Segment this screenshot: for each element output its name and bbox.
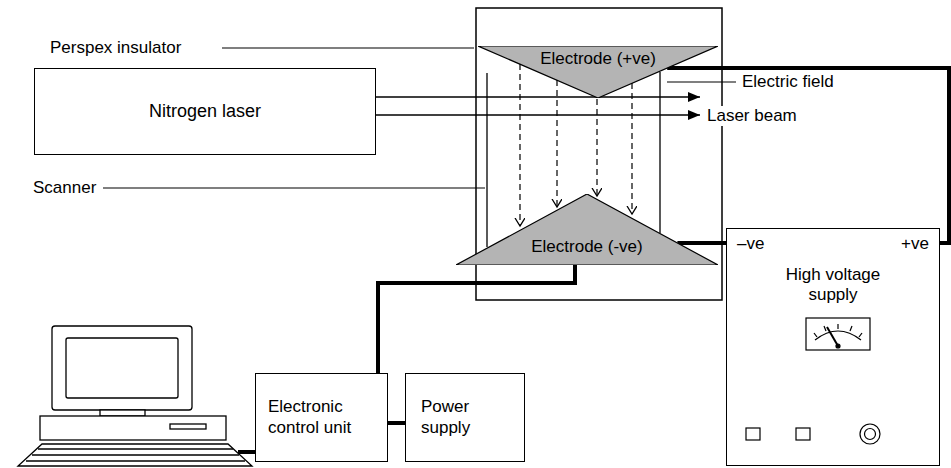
- node-text: High voltage supply: [771, 265, 895, 306]
- power-supply-unit: –ve +veHigh voltage supply: [726, 228, 940, 466]
- laser-box: Nitrogen laser: [34, 68, 376, 155]
- electrode: Electrode (+ve): [478, 46, 718, 98]
- voltmeter-part: [806, 318, 870, 350]
- computer-part: [52, 326, 192, 410]
- cable: [378, 265, 575, 373]
- voltmeter-part: [814, 333, 817, 337]
- computer-part: [66, 338, 178, 398]
- control-knob-part: [746, 428, 760, 440]
- computer-part: [32, 454, 239, 455]
- voltmeter-part: [837, 324, 838, 329]
- electric-field-line-part: [631, 83, 632, 214]
- part-label: Laser beam: [705, 106, 799, 126]
- scanner-frame-part: [486, 73, 487, 247]
- voltmeter-part: [836, 344, 840, 348]
- signal-wire-part: [238, 450, 255, 454]
- voltmeter-part: [815, 331, 861, 340]
- computer-part: [18, 444, 252, 466]
- cable: [667, 68, 949, 243]
- computer: [18, 326, 252, 466]
- electrode-outline: [456, 194, 718, 265]
- node-text: Electrode (-ve): [531, 237, 642, 257]
- scanner-frame-part: [659, 72, 660, 233]
- control-knob-part: [796, 428, 810, 440]
- part-label: Scanner: [31, 178, 98, 198]
- electrode: Electrode (-ve): [456, 194, 718, 265]
- node-text: Electronic control unit: [268, 397, 375, 438]
- computer-part: [26, 460, 245, 461]
- computer-part: [40, 416, 226, 440]
- part-label: Perspex insulator: [48, 38, 183, 58]
- cable: [388, 421, 405, 425]
- electric-field-line-part: [519, 64, 520, 226]
- control-knob-part: [865, 429, 876, 440]
- voltmeter-part: [850, 326, 852, 331]
- computer-part: [170, 424, 206, 429]
- supply-box: Power supply: [405, 373, 525, 462]
- node-text: Electrode (+ve): [540, 49, 656, 69]
- control-knob: [746, 424, 880, 444]
- node-text: +ve: [901, 234, 929, 254]
- voltmeter-part: [859, 333, 862, 337]
- computer-part: [100, 410, 145, 416]
- leader-line-part: [103, 187, 485, 188]
- electrode-outline: [478, 46, 718, 98]
- voltmeter: [806, 318, 870, 350]
- leader-line-part: [667, 81, 736, 82]
- laser-beam: [376, 97, 700, 115]
- laser-beam-part: [376, 96, 700, 97]
- control-knob-part: [860, 424, 880, 444]
- voltmeter-part: [824, 326, 826, 331]
- node-text: Nitrogen laser: [149, 101, 261, 123]
- voltmeter-part: [827, 327, 838, 346]
- signal-wire: [238, 450, 255, 454]
- laser-beam-part: [376, 114, 700, 115]
- control-box: Electronic control unit: [255, 373, 388, 462]
- leader-line-part: [222, 47, 474, 48]
- cable: [677, 241, 726, 245]
- computer-part: [38, 448, 233, 449]
- electric-field-line-part: [556, 80, 557, 207]
- part-label: Electric field: [740, 72, 836, 92]
- electric-field-line-part: [596, 99, 597, 196]
- node-text: –ve: [737, 234, 764, 254]
- node-text: Power supply: [421, 397, 509, 438]
